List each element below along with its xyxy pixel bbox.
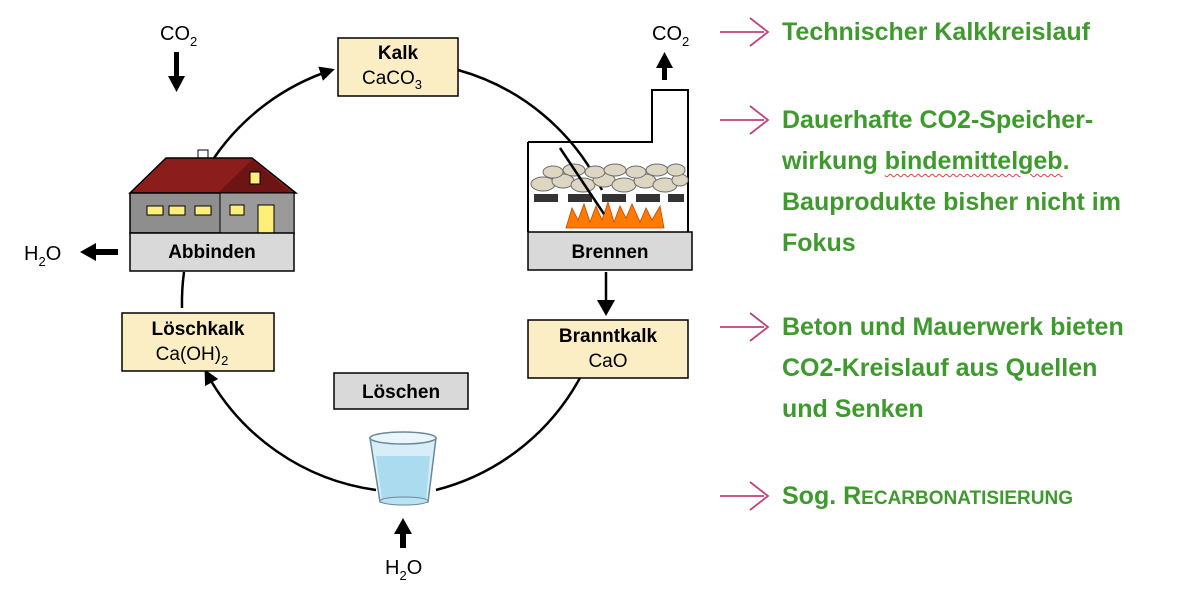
lime-cycle-diagram: CO2 CO2 Kalk CaCO3 Abbinden [24, 23, 693, 583]
bullet-1-line-1: Technischer Kalkkreislauf [782, 18, 1091, 46]
brennen-label: Brennen [571, 242, 648, 263]
underlined-word: bindemittelgeb [884, 147, 1063, 175]
kiln-icon [527, 89, 689, 232]
co2-right-up-arrow [656, 52, 673, 80]
loeschkalk-box: Löschkalk Ca(OH)2 [121, 312, 275, 372]
bullet-3-line-2: CO2-Kreislauf aus Quellen [782, 354, 1098, 382]
co2-left-down-arrow [168, 52, 185, 92]
arc-loeschkalk-to-abbinden [180, 271, 186, 309]
arrow-bullet-icon [720, 481, 770, 511]
branntkalk-box: Branntkalk CaO [527, 319, 689, 379]
arrow-bullet-icon [720, 105, 770, 135]
kalk-title: Kalk [378, 43, 419, 64]
bullet-2-line-4: Fokus [782, 229, 856, 257]
abbinden-label: Abbinden [168, 242, 256, 263]
h2o-bottom-up-arrow [394, 518, 412, 548]
arc-branntkalk-to-loeschen [435, 367, 587, 492]
arrow-bullet-icon [720, 17, 770, 47]
house-icon [128, 149, 299, 234]
arrow-bullet-icon [720, 312, 770, 342]
branntkalk-formula: CaO [588, 351, 627, 372]
loeschkalk-title: Löschkalk [152, 319, 245, 340]
loeschen-box: Löschen [333, 372, 469, 410]
brennen-box: Brennen [527, 231, 693, 271]
brennen-to-branntkalk-arrow [597, 272, 615, 316]
h2o-left-label: H2O [24, 243, 61, 269]
co2-left-label: CO2 [160, 23, 197, 49]
bullet-3-line-3: und Senken [782, 395, 924, 423]
co2-right-label: CO2 [652, 23, 689, 49]
bullet-2-text: Dauerhafte CO2-Speicher- wirkung bindemi… [782, 100, 1192, 264]
kalk-box: Kalk CaCO3 [337, 37, 459, 97]
arc-abbinden-to-kalk [212, 66, 335, 159]
bullet-1-text: Technischer Kalkkreislauf [782, 12, 1192, 53]
loeschkalk-formula: Ca(OH)2 [156, 344, 229, 368]
bullet-2-line-1: Dauerhafte CO2-Speicher- [782, 106, 1094, 134]
bullet-3-text: Beton und Mauerwerk bieten CO2-Kreislauf… [782, 307, 1192, 430]
abbinden-box: Abbinden [129, 232, 295, 272]
branntkalk-title: Branntkalk [559, 326, 658, 347]
bullet-4-text: Sog. RECARBONATISIERUNG [782, 476, 1192, 519]
bullet-3-line-1: Beton und Mauerwerk bieten [782, 313, 1124, 341]
kalk-formula: CaCO3 [362, 68, 422, 92]
h2o-bottom-label: H2O [385, 557, 422, 583]
h2o-left-arrow [80, 243, 118, 261]
water-bucket-icon [369, 431, 437, 506]
bullet-2-line-3: Bauprodukte bisher nicht im [782, 188, 1121, 216]
arc-loeschen-to-loeschkalk [204, 369, 377, 492]
bullet-4-line-1: Sog. RECARBONATISIERUNG [782, 482, 1073, 510]
flame-icon [565, 200, 665, 229]
loeschen-label: Löschen [362, 382, 440, 403]
cycle-arcs [180, 66, 604, 492]
bullet-2-line-2: wirkung bindemittelgeb. [782, 147, 1070, 175]
